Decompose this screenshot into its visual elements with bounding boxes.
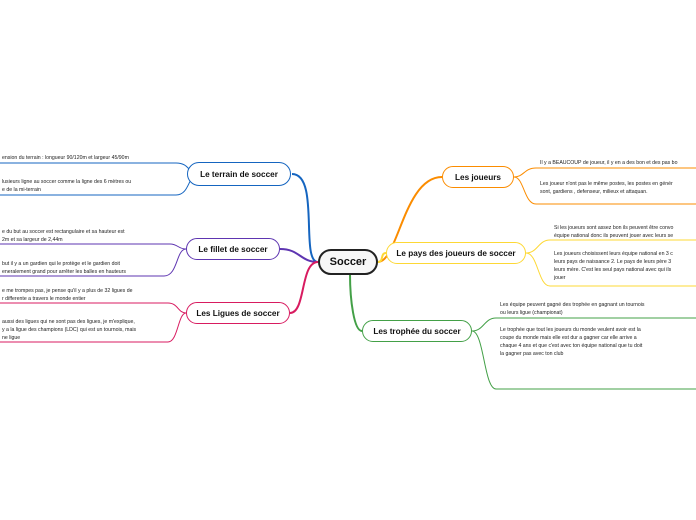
connector-joueurs-note-1: [513, 167, 696, 178]
connector-ligues-note-1: [0, 302, 187, 314]
root-topic[interactable]: Soccer: [318, 249, 378, 275]
note-line: e de la mi-terrain: [2, 187, 41, 193]
note-pays-convocation[interactable]: Si les joueurs sont assez bon ils peuven…: [554, 224, 673, 240]
topic-joueurs-label: Les joueurs: [455, 172, 501, 182]
note-line: leurs mère. C'est les seul pays national…: [554, 267, 672, 273]
note-line: Le trophée que tout les joueurs du monde…: [500, 327, 641, 333]
note-line: chaque 4 ans et que c'est avec ton équip…: [500, 343, 643, 349]
note-filet-dimensions[interactable]: e du but au soccer est rectangulaire et …: [2, 228, 125, 244]
note-line: ou leurs ligue (championat): [500, 310, 563, 316]
topic-filet-label: Le fillet de soccer: [198, 244, 268, 254]
note-line: Les équipe peuvent gagné des trophée en …: [500, 302, 645, 308]
note-ligues-count[interactable]: e me trompes pas, je pense qu'il y a plu…: [2, 287, 132, 303]
connector-trophee: [349, 273, 363, 332]
topic-terrain[interactable]: Le terrain de soccer: [187, 162, 291, 186]
note-joueurs-positions[interactable]: Les joueur n'ont pas le même postes, les…: [540, 180, 673, 196]
note-line: sont, gardiens , defenseur, milieux et a…: [540, 189, 648, 195]
note-line: e du but au soccer est rectangulaire et …: [2, 229, 125, 235]
topic-filet[interactable]: Le fillet de soccer: [186, 238, 280, 260]
note-line: y a la ligue des champions (LDC) qui est…: [2, 327, 137, 333]
note-line: Les joueur n'ont pas le même postes, les…: [540, 181, 673, 187]
note-line: but il y a un gardien qui le protège et …: [2, 261, 120, 267]
note-line: coupe du monde mais elle est dur a gagne…: [500, 335, 637, 341]
note-ligues-ldc[interactable]: aussi des ligues qui ne sont pas des lig…: [2, 318, 136, 342]
connector-ligues-note-2: [0, 312, 187, 343]
note-line: lusieurs ligne au soccer comme la ligne …: [2, 179, 132, 185]
note-line: eneralement grand pour arrêter les balle…: [2, 269, 126, 275]
topic-pays-label: Le pays des joueurs de soccer: [396, 248, 516, 258]
connector-terrain-note-1: [0, 162, 199, 175]
connector-trophee-note-1: [471, 317, 696, 332]
connector-joueurs: [377, 176, 443, 263]
connector-filet: [279, 248, 319, 263]
note-trophee-coupe-du-monde[interactable]: Le trophée que tout les joueurs du monde…: [500, 326, 642, 358]
note-line: aussi des ligues qui ne sont pas des lig…: [2, 319, 135, 325]
note-filet-goalkeeper[interactable]: but il y a un gardien qui le protège et …: [2, 260, 126, 276]
note-trophee-tournois[interactable]: Les équipe peuvent gagné des trophée en …: [500, 301, 645, 317]
connector-joueurs-note-2: [513, 176, 696, 205]
note-line: r differente a travers le monde entier: [2, 296, 86, 302]
note-line: Les joueurs choisissent leurs équipe nat…: [554, 251, 673, 257]
note-line: Il y a BEAUCOUP de joueur, il y en a des…: [540, 160, 678, 166]
note-line: leurs pays de naissance 2. Le pays de le…: [554, 259, 672, 265]
note-line: jouer: [554, 275, 566, 281]
note-line: ne ligue: [2, 335, 21, 341]
note-line: équipe national donc ils peuvent jouer a…: [554, 233, 674, 239]
topic-trophee-label: Les trophée du soccer: [373, 326, 461, 336]
note-pays-choice[interactable]: Les joueurs choisissent leurs équipe nat…: [554, 250, 673, 282]
connector-pays-note-2: [525, 252, 696, 287]
connector-terrain: [291, 173, 319, 263]
note-terrain-dimensions[interactable]: ension du terrain : longueur 90/120m et …: [2, 154, 129, 162]
note-line: ension du terrain : longueur 90/120m et …: [2, 155, 129, 161]
note-line: la gagner pas avec ton club: [500, 351, 564, 357]
note-line: Si les joueurs sont assez bon ils peuven…: [554, 225, 674, 231]
note-terrain-lines[interactable]: lusieurs ligne au soccer comme la ligne …: [2, 178, 131, 194]
topic-pays[interactable]: Le pays des joueurs de soccer: [386, 242, 526, 264]
topic-ligues[interactable]: Les Ligues de soccer: [186, 302, 290, 324]
connector-filet-note-2: [0, 248, 187, 277]
connector-ligues: [289, 261, 319, 314]
note-line: e me trompes pas, je pense qu'il y a plu…: [2, 288, 133, 294]
connector-pays-note-1: [525, 239, 696, 254]
topic-joueurs[interactable]: Les joueurs: [442, 166, 514, 188]
topic-trophee[interactable]: Les trophée du soccer: [362, 320, 472, 342]
topic-terrain-label: Le terrain de soccer: [200, 169, 278, 179]
note-joueurs-count[interactable]: Il y a BEAUCOUP de joueur, il y en a des…: [540, 159, 677, 167]
note-line: 2m et sa largeur de 2,44m: [2, 237, 63, 243]
connector-trophee-note-2: [471, 330, 696, 390]
connector-pays: [377, 252, 387, 263]
topic-ligues-label: Les Ligues de soccer: [196, 308, 280, 318]
connector-filet-note-1: [0, 243, 187, 250]
root-topic-label: Soccer: [329, 256, 367, 268]
